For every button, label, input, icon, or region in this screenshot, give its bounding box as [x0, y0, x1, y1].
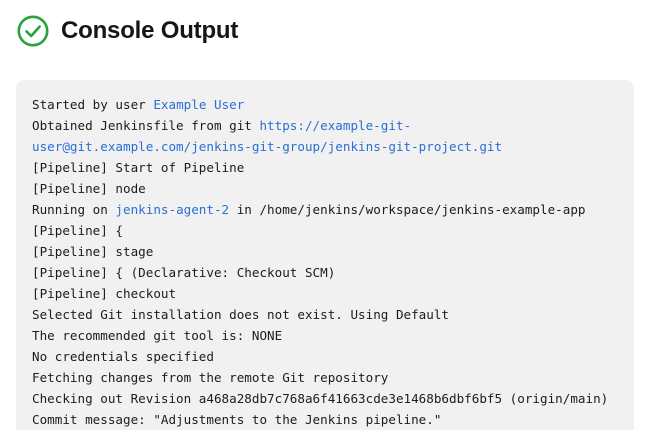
console-log-line: Selected Git installation does not exist…	[32, 304, 618, 325]
console-log-text: Started by user	[32, 97, 154, 112]
console-log-text: [Pipeline] { (Declarative: Checkout SCM)	[32, 265, 336, 280]
console-log-link[interactable]: jenkins-agent-2	[115, 202, 230, 217]
console-log-text: No credentials specified	[32, 349, 214, 364]
console-log-text: [Pipeline] node	[32, 181, 146, 196]
console-log-line: [Pipeline] {	[32, 220, 618, 241]
console-log-line: Obtained Jenkinsfile from git https://ex…	[32, 115, 618, 157]
console-log-text: [Pipeline] {	[32, 223, 123, 238]
check-circle-icon	[17, 15, 49, 46]
console-log-line: Running on jenkins-agent-2 in /home/jenk…	[32, 199, 618, 220]
console-log-text: The recommended git tool is: NONE	[32, 328, 283, 343]
console-log-line: [Pipeline] Start of Pipeline	[32, 157, 618, 178]
console-log-line: Commit message: "Adjustments to the Jenk…	[32, 409, 618, 430]
console-log-text: [Pipeline] checkout	[32, 286, 177, 301]
console-log-link[interactable]: Example User	[153, 97, 245, 112]
console-log-line: [Pipeline] checkout	[32, 283, 618, 304]
console-log-line: Fetching changes from the remote Git rep…	[32, 367, 618, 388]
console-log-line: The recommended git tool is: NONE	[32, 325, 618, 346]
console-log-line: [Pipeline] stage	[32, 241, 618, 262]
console-log-text: in /home/jenkins/workspace/jenkins-examp…	[229, 202, 586, 217]
console-log-line: Started by user Example User	[32, 94, 618, 115]
console-log-text: Selected Git installation does not exist…	[32, 307, 450, 322]
console-log-text: Obtained Jenkinsfile from git	[32, 118, 260, 133]
console-log-text: Fetching changes from the remote Git rep…	[32, 370, 389, 385]
console-log-text: Commit message: "Adjustments to the Jenk…	[32, 412, 442, 427]
console-log-line: Checking out Revision a468a28db7c768a6f4…	[32, 388, 618, 409]
console-log-text: Running on	[32, 202, 116, 217]
console-log-line: No credentials specified	[32, 346, 618, 367]
console-log-text: [Pipeline] Start of Pipeline	[32, 160, 245, 175]
console-log-text: Checking out Revision a468a28db7c768a6f4…	[32, 391, 609, 406]
console-log-link[interactable]: https://example-git-user@git.example.com…	[32, 118, 503, 154]
console-log-line: [Pipeline] node	[32, 178, 618, 199]
page-header: Console Output	[0, 0, 650, 46]
console-log-text: [Pipeline] stage	[32, 244, 154, 259]
console-log-line: [Pipeline] { (Declarative: Checkout SCM)	[32, 262, 618, 283]
page-title: Console Output	[61, 16, 239, 44]
